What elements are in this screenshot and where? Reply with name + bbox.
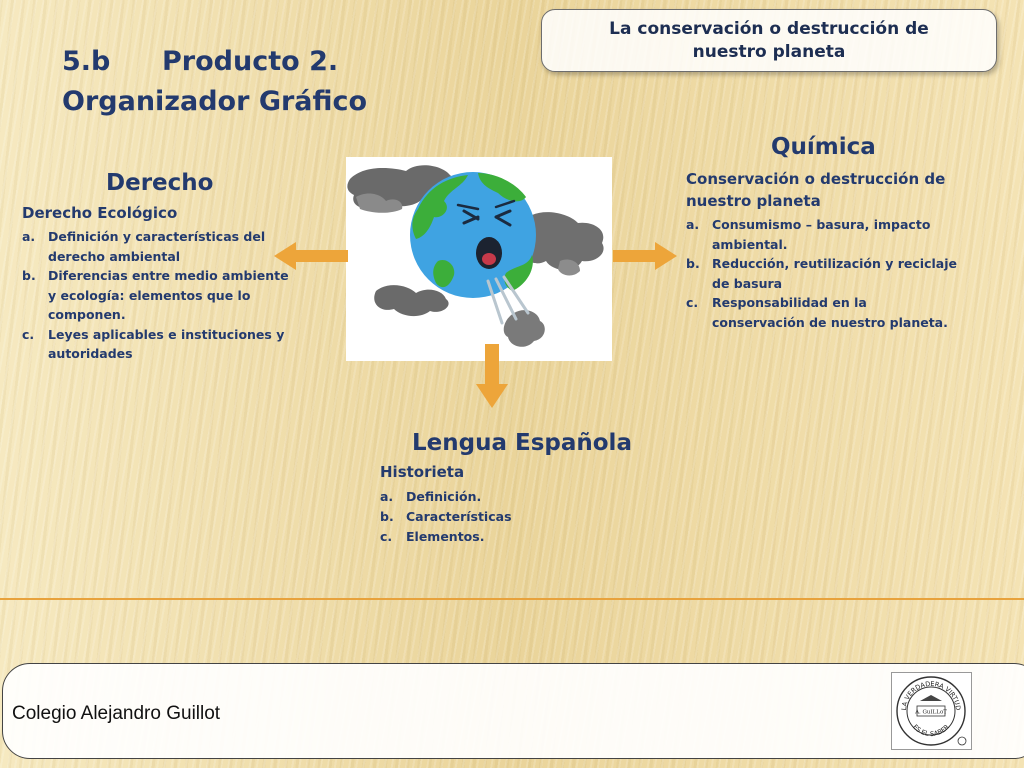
list-item-text: Definición y características del derecho… bbox=[48, 229, 266, 264]
list-item: a. Definición y características del derec… bbox=[22, 227, 290, 266]
list-marker: c. bbox=[22, 326, 35, 342]
list-marker: c. bbox=[686, 295, 699, 310]
footer-divider bbox=[0, 598, 1024, 600]
list-marker: b. bbox=[380, 509, 394, 524]
school-seal: LA VERDADERA VIRTUD ES EL SABER A. GuILL… bbox=[891, 672, 972, 750]
list-item: b. Características bbox=[380, 507, 580, 527]
derecho-list: a. Definición y características del derec… bbox=[22, 227, 290, 364]
list-marker: b. bbox=[686, 256, 700, 271]
list-item: c. Responsabilidad en la conservación de … bbox=[686, 293, 961, 332]
arrow-left-icon bbox=[274, 242, 348, 270]
list-item: a. Definición. bbox=[380, 487, 580, 507]
sick-earth-icon bbox=[347, 165, 604, 347]
quimica-list: a. Consumismo – basura, impacto ambiental… bbox=[686, 215, 961, 332]
list-item-text: Definición. bbox=[406, 489, 482, 504]
list-marker: a. bbox=[686, 217, 700, 232]
list-item: c. Elementos. bbox=[380, 527, 580, 547]
globe-illustration bbox=[346, 157, 612, 361]
list-marker: b. bbox=[22, 268, 36, 283]
list-marker: c. bbox=[380, 529, 393, 544]
topic-box: La conservación o destrucción de nuestro… bbox=[541, 9, 997, 72]
list-item: a. Consumismo – basura, impacto ambiental… bbox=[686, 215, 961, 254]
quimica-heading: Química bbox=[771, 134, 876, 160]
topic-line-2: nuestro planeta bbox=[692, 41, 846, 62]
list-item: b. Reducción, reutilización y reciclaje d… bbox=[686, 254, 961, 293]
topic-line-1: La conservación o destrucción de bbox=[609, 18, 929, 39]
lengua-heading: Lengua Española bbox=[412, 430, 632, 456]
list-item: b. Diferencias entre medio ambiente y eco… bbox=[22, 266, 290, 325]
list-item: c. Leyes aplicables e instituciones y aut… bbox=[22, 325, 290, 364]
list-item-text: Diferencias entre medio ambiente y ecolo… bbox=[48, 268, 289, 322]
list-marker: a. bbox=[380, 489, 394, 504]
list-item-text: Elementos. bbox=[406, 529, 485, 544]
list-item-text: Características bbox=[406, 509, 512, 524]
seal-ring-bottom-path: ES EL SABER bbox=[911, 723, 951, 738]
quimica-subheading: Conservación o destrucción de nuestro pl… bbox=[686, 170, 946, 210]
list-item-text: Reducción, reutilización y reciclaje de … bbox=[712, 256, 957, 291]
derecho-subheading: Derecho Ecológico bbox=[22, 204, 178, 222]
school-name: Colegio Alejandro Guillot bbox=[12, 703, 221, 724]
derecho-heading: Derecho bbox=[106, 170, 214, 196]
lengua-list: a. Definición. b. Características c. Elemen… bbox=[380, 487, 580, 547]
list-item-text: Leyes aplicables e instituciones y autor… bbox=[48, 326, 285, 362]
list-marker: a. bbox=[22, 229, 36, 244]
slide-title-number: 5.b bbox=[62, 46, 111, 77]
slide-title-text: Producto 2. Organizador Gráfico bbox=[62, 46, 368, 117]
list-item-text: Consumismo – basura, impacto ambiental. bbox=[712, 217, 931, 252]
topic-text: La conservación o destrucción de nuestro… bbox=[609, 18, 929, 64]
lengua-subheading: Historieta bbox=[380, 463, 465, 481]
list-item-text: Responsabilidad en la conservación de nu… bbox=[712, 295, 948, 330]
seal-ring-bottom: ES EL SABER bbox=[911, 723, 951, 738]
arrow-right-icon bbox=[613, 242, 677, 270]
arrow-down-icon bbox=[476, 344, 508, 408]
footer-bar bbox=[2, 663, 1024, 759]
school-seal-icon: LA VERDADERA VIRTUD ES EL SABER A. GuILL… bbox=[896, 676, 967, 746]
seal-center-text: A. GuILLoT bbox=[914, 710, 947, 716]
